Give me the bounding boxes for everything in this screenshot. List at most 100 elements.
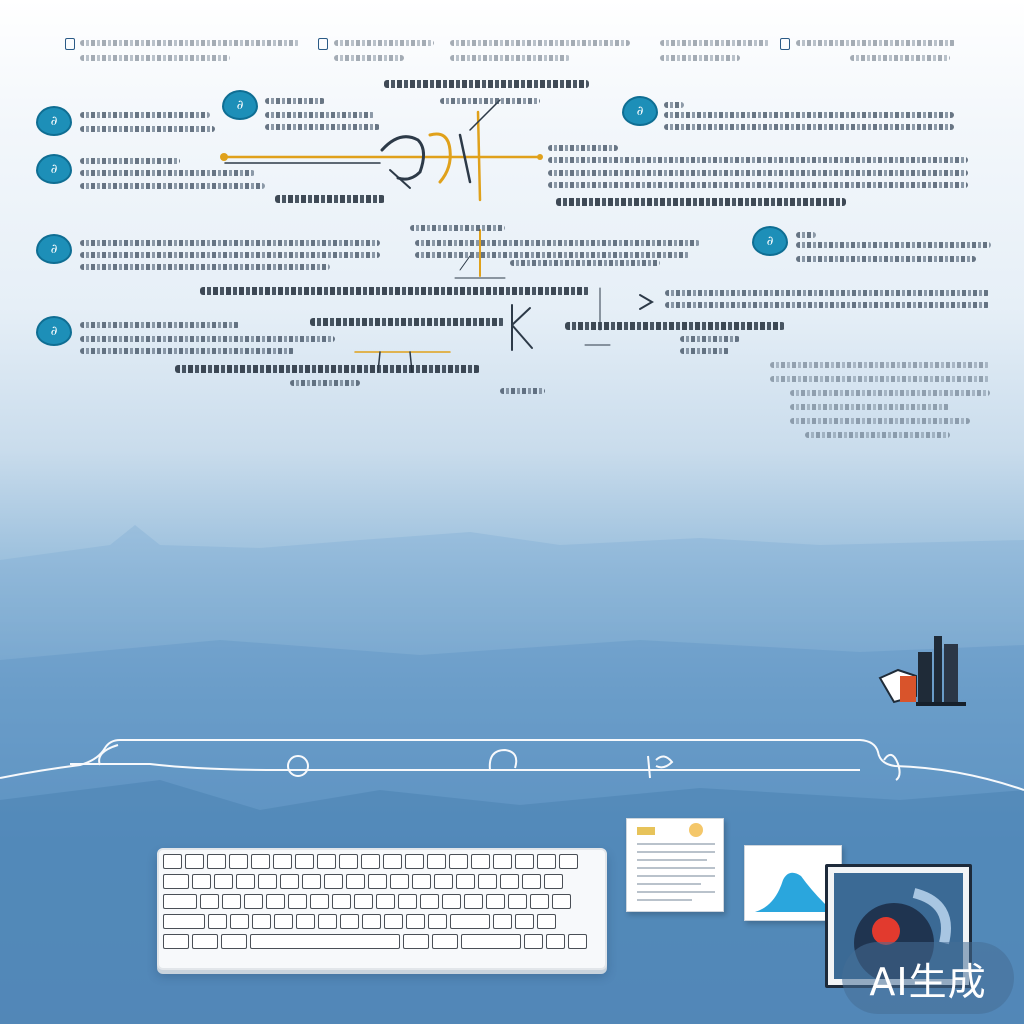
key-row <box>163 894 571 909</box>
key <box>406 914 425 929</box>
doc-marker <box>637 827 655 835</box>
key <box>340 914 359 929</box>
key <box>412 874 431 889</box>
entry-text <box>80 158 180 164</box>
key <box>244 894 263 909</box>
key <box>471 854 490 869</box>
key <box>288 894 307 909</box>
entry-text <box>665 290 990 296</box>
key <box>274 914 293 929</box>
key <box>515 914 534 929</box>
wavy-divider <box>0 739 1024 791</box>
key <box>530 894 549 909</box>
page-icon <box>780 38 790 50</box>
key <box>208 914 227 929</box>
header-text-1 <box>80 40 300 46</box>
entry-text <box>665 302 990 308</box>
key <box>317 854 336 869</box>
entry-text <box>265 112 375 118</box>
step-badge: ∂ <box>36 234 72 264</box>
key <box>200 894 219 909</box>
key <box>449 854 468 869</box>
doc-line <box>637 899 692 901</box>
key <box>346 874 365 889</box>
entry-text <box>265 124 380 130</box>
key <box>464 894 483 909</box>
entry-text <box>80 348 295 354</box>
key <box>508 894 527 909</box>
entry-text <box>80 126 215 132</box>
notes-text <box>805 432 950 438</box>
section-title <box>384 80 589 88</box>
key <box>273 854 292 869</box>
entry-text <box>664 124 954 130</box>
key <box>493 914 512 929</box>
key <box>450 914 490 929</box>
doc-marker <box>689 823 703 837</box>
key <box>456 874 475 889</box>
section-title <box>310 318 505 326</box>
entry-text <box>500 388 545 394</box>
key <box>524 934 543 949</box>
key <box>163 854 182 869</box>
key <box>214 874 233 889</box>
header-text-5 <box>450 40 630 46</box>
key <box>383 854 402 869</box>
step-badge: ∂ <box>36 154 72 184</box>
key <box>310 894 329 909</box>
document-icon <box>626 818 724 912</box>
header-text-3 <box>334 40 434 46</box>
key <box>376 894 395 909</box>
key <box>332 894 351 909</box>
key <box>442 894 461 909</box>
key <box>295 854 314 869</box>
entry-text <box>548 182 968 188</box>
step-badge: ∂ <box>752 226 788 256</box>
key <box>222 894 241 909</box>
watermark-badge: AI生成 <box>842 942 1014 1014</box>
key <box>398 894 417 909</box>
entry-text <box>80 322 240 328</box>
key <box>522 874 541 889</box>
key <box>296 914 315 929</box>
entry-text <box>796 242 991 248</box>
entry-text <box>415 240 700 246</box>
entry-text <box>415 252 690 258</box>
key <box>339 854 358 869</box>
key-row <box>163 854 578 869</box>
key <box>559 854 578 869</box>
doc-line <box>637 859 707 861</box>
entry-text <box>410 225 505 231</box>
section-title <box>200 287 590 295</box>
key <box>192 874 211 889</box>
key <box>420 894 439 909</box>
key <box>163 874 189 889</box>
header-text-9 <box>796 40 956 46</box>
key <box>192 934 218 949</box>
image-shape <box>755 872 827 912</box>
entry-text <box>548 145 618 151</box>
key <box>384 914 403 929</box>
entry-text <box>265 98 325 104</box>
books-icon <box>878 636 966 706</box>
keyboard-icon <box>157 848 607 970</box>
key <box>493 854 512 869</box>
page-icon <box>65 38 75 50</box>
header-text-7 <box>660 40 770 46</box>
key <box>318 914 337 929</box>
key <box>163 914 205 929</box>
key <box>368 874 387 889</box>
step-badge: ∂ <box>622 96 658 126</box>
key <box>266 894 285 909</box>
header-text-10 <box>850 55 950 61</box>
key <box>403 934 429 949</box>
entry-text <box>664 112 954 118</box>
entry-text <box>548 157 968 163</box>
entry-text <box>290 380 360 386</box>
key <box>500 874 519 889</box>
entry-text <box>80 112 210 118</box>
key <box>229 854 248 869</box>
step-badge: ∂ <box>36 106 72 136</box>
header-text-6 <box>450 55 570 61</box>
